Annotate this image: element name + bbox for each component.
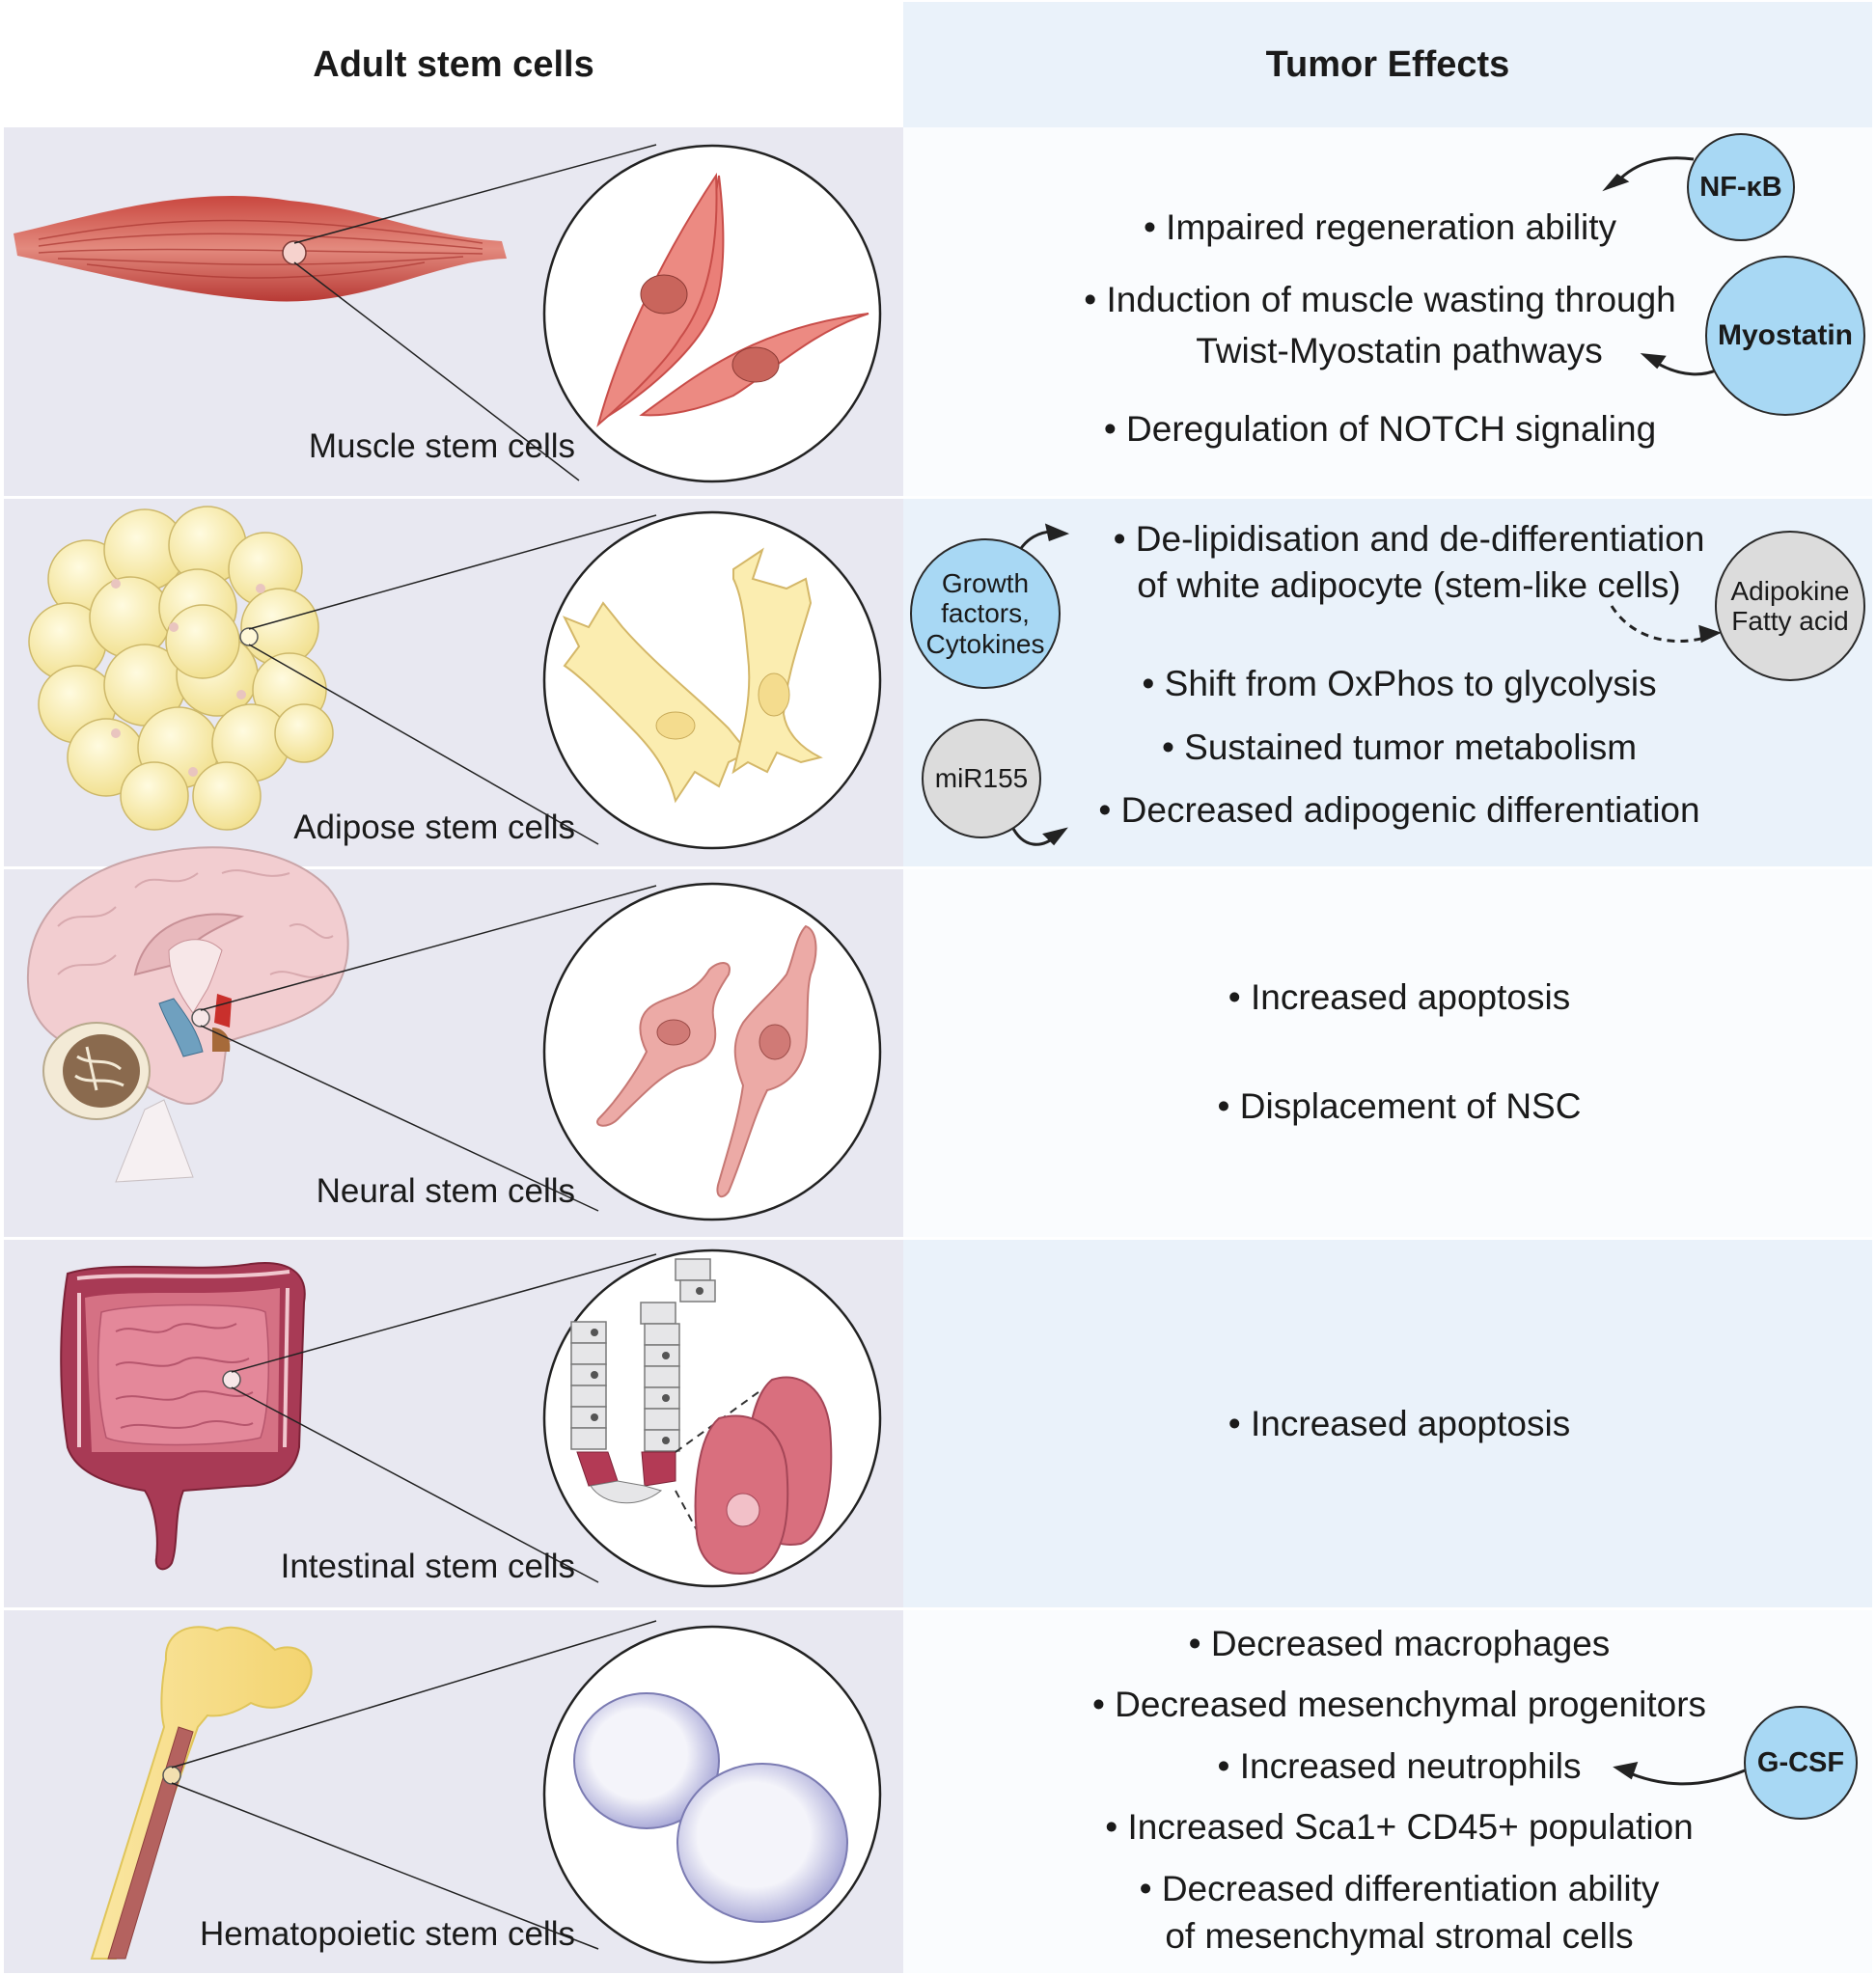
effect-text: • Increased apoptosis (1228, 977, 1571, 1017)
effect-text: Twist-Myostatin pathways (1196, 331, 1603, 370)
nfkb-bubble: NF-κB (1687, 133, 1795, 241)
effect-text: of white adipocyte (stem-like cells) (1137, 565, 1681, 605)
effect-text: • Increased neutrophils (1217, 1746, 1582, 1786)
hematopoietic-illustration (90, 1620, 882, 1964)
effect-text: • Decreased macrophages (1188, 1624, 1611, 1663)
effect-text: of mesenchymal stromal cells (1165, 1916, 1634, 1956)
label-neural: Neural stem cells (316, 1172, 575, 1210)
effect-text: • Decreased differentiation ability (1139, 1869, 1660, 1908)
effect-text: • Decreased adipogenic differentiation (1098, 790, 1700, 830)
effect-text: • Induction of muscle wasting through (1084, 280, 1676, 319)
neural-illustration (26, 846, 882, 1221)
effect-text: • Sustained tumor metabolism (1161, 727, 1638, 767)
effect-text: • Increased apoptosis (1228, 1404, 1571, 1443)
header-tumor-effects: Tumor Effects (903, 2, 1872, 127)
effect-text: • Impaired regeneration ability (1143, 207, 1617, 247)
effect-text: • De-lipidisation and de-differentiation (1113, 519, 1705, 559)
effect-arrows (1009, 156, 1746, 1786)
adipose-illustration (28, 506, 882, 850)
label-adipose: Adipose stem cells (293, 809, 575, 846)
effect-text: • Increased Sca1+ CD45+ population (1105, 1807, 1694, 1847)
muscle-illustration (14, 144, 882, 483)
header-adult-stem-cells: Adult stem cells (4, 2, 903, 127)
effect-text: • Displacement of NSC (1217, 1086, 1582, 1126)
mir155-bubble: miR155 (922, 719, 1041, 838)
myostatin-bubble: Myostatin (1705, 256, 1865, 416)
intestinal-illustration (60, 1248, 882, 1588)
effect-text: • Decreased mesenchymal progenitors (1091, 1685, 1707, 1724)
label-muscle: Muscle stem cells (308, 427, 575, 465)
label-intestinal: Intestinal stem cells (280, 1548, 575, 1585)
label-hematopoietic: Hematopoietic stem cells (199, 1915, 575, 1953)
effect-text: • Deregulation of NOTCH signaling (1103, 409, 1657, 449)
effect-text: • Shift from OxPhos to glycolysis (1142, 664, 1657, 703)
gcsf-bubble: G-CSF (1744, 1706, 1858, 1820)
